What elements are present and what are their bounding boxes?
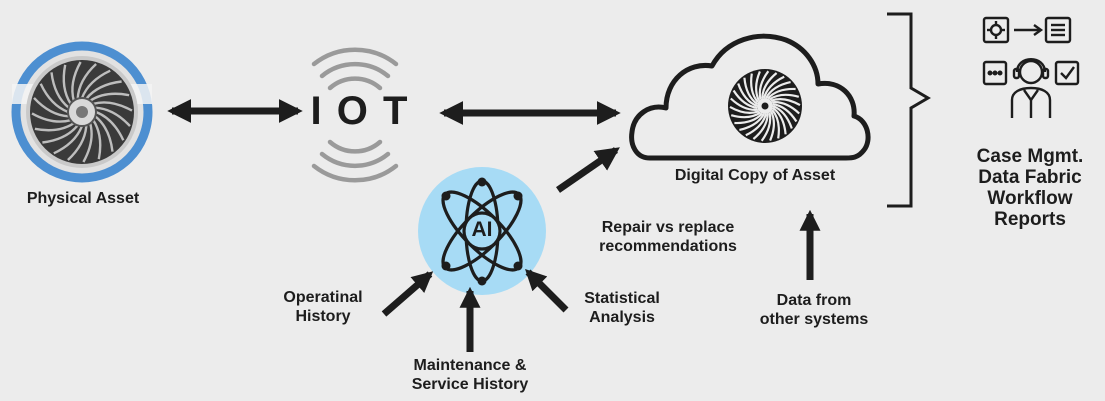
iot-label: I O T xyxy=(310,89,410,133)
fan-blade xyxy=(760,112,772,142)
ai-label: AI xyxy=(471,218,493,241)
fan-blade xyxy=(42,124,79,144)
fan-blade xyxy=(94,115,114,152)
fan-blade xyxy=(766,87,796,100)
data-label-line2: other systems xyxy=(759,310,869,328)
fan-blade xyxy=(772,107,787,135)
output-data-fabric: Data Fabric xyxy=(978,166,1082,188)
fan-blade xyxy=(762,75,785,99)
arrow-statistical-ai xyxy=(525,269,569,313)
fan-blade xyxy=(92,101,133,112)
output-workflow: Workflow xyxy=(987,187,1073,209)
statistical-label-line2: Analysis xyxy=(589,308,655,326)
fan-blade xyxy=(734,112,764,125)
data-other-systems-label: Data from other systems xyxy=(742,292,886,330)
arrow-operational-ai xyxy=(381,271,434,317)
fan-blade xyxy=(82,122,93,163)
fan-blade xyxy=(730,97,759,111)
fan-blade xyxy=(95,110,125,141)
physical-asset-label: Physical Asset xyxy=(26,190,140,207)
fan-blade xyxy=(765,81,791,99)
atom-icon xyxy=(418,167,546,295)
workflow-person-icon xyxy=(982,16,1080,118)
output-case-mgmt: Case Mgmt. xyxy=(976,146,1084,167)
output-bracket xyxy=(887,12,931,208)
maintenance-history-label: Maintenance & Service History xyxy=(388,357,552,395)
fan-blade xyxy=(71,61,82,102)
operational-label-line1: Operatinal xyxy=(283,289,363,306)
fan-blade xyxy=(67,125,88,161)
fan-blade xyxy=(770,98,801,107)
operational-history-label: Operatinal History xyxy=(265,289,381,327)
fan-blade xyxy=(772,104,793,129)
fan-blade xyxy=(729,105,760,114)
fan-blade xyxy=(750,73,759,104)
fan-blade xyxy=(737,83,758,108)
jet-engine-icon xyxy=(11,41,153,183)
maintenance-label-line1: Maintenance & xyxy=(413,357,527,374)
fan-blade xyxy=(761,72,778,99)
fan-blade xyxy=(755,70,761,102)
repair-label-line2: recommendations xyxy=(599,237,737,255)
fan-blade xyxy=(92,119,102,160)
fan-blade xyxy=(771,101,800,115)
fan-blade xyxy=(752,113,769,140)
operational-label-line2: History xyxy=(295,307,351,325)
fan-blade xyxy=(85,80,122,100)
fan-blade xyxy=(76,63,97,99)
fan-blade xyxy=(53,125,84,155)
fan-blade xyxy=(772,103,798,123)
repair-label-line1: Repair vs replace xyxy=(601,219,735,236)
fan-blade xyxy=(769,110,775,142)
outputs-label: Case Mgmt. Data Fabric Workflow Reports xyxy=(960,146,1100,231)
digital-copy-label: Digital Copy of Asset xyxy=(674,167,836,184)
output-reports: Reports xyxy=(994,208,1066,230)
fan-blade xyxy=(743,77,758,105)
turbine-icon xyxy=(728,69,802,143)
fan-blade xyxy=(95,106,131,127)
fan-blade xyxy=(33,97,69,118)
data-label-line1: Data from xyxy=(776,292,852,309)
maintenance-label-line2: Service History xyxy=(411,375,529,393)
fan-blade xyxy=(768,93,800,101)
fan-blade xyxy=(758,70,770,100)
fan-blade xyxy=(39,83,69,114)
fan-blade xyxy=(89,92,130,102)
fan-blade xyxy=(771,108,780,139)
statistical-label-line1: Statistical xyxy=(584,290,660,307)
fan-blade xyxy=(62,64,72,105)
fan-blade xyxy=(80,69,111,99)
arrow-ai-cloud xyxy=(556,147,620,193)
fan-blade xyxy=(739,113,765,131)
fan-blade xyxy=(34,122,75,132)
fan-blade xyxy=(732,89,758,109)
fan-blade xyxy=(730,111,762,119)
fan-blade xyxy=(31,112,72,123)
fan-blade xyxy=(50,72,70,109)
repair-recommendations-label: Repair vs replace recommendations xyxy=(580,219,756,257)
fan-blade xyxy=(745,113,768,137)
cloud-icon xyxy=(629,33,871,161)
wireless-signal-icon xyxy=(311,47,399,183)
statistical-analysis-label: Statistical Analysis xyxy=(566,290,678,328)
